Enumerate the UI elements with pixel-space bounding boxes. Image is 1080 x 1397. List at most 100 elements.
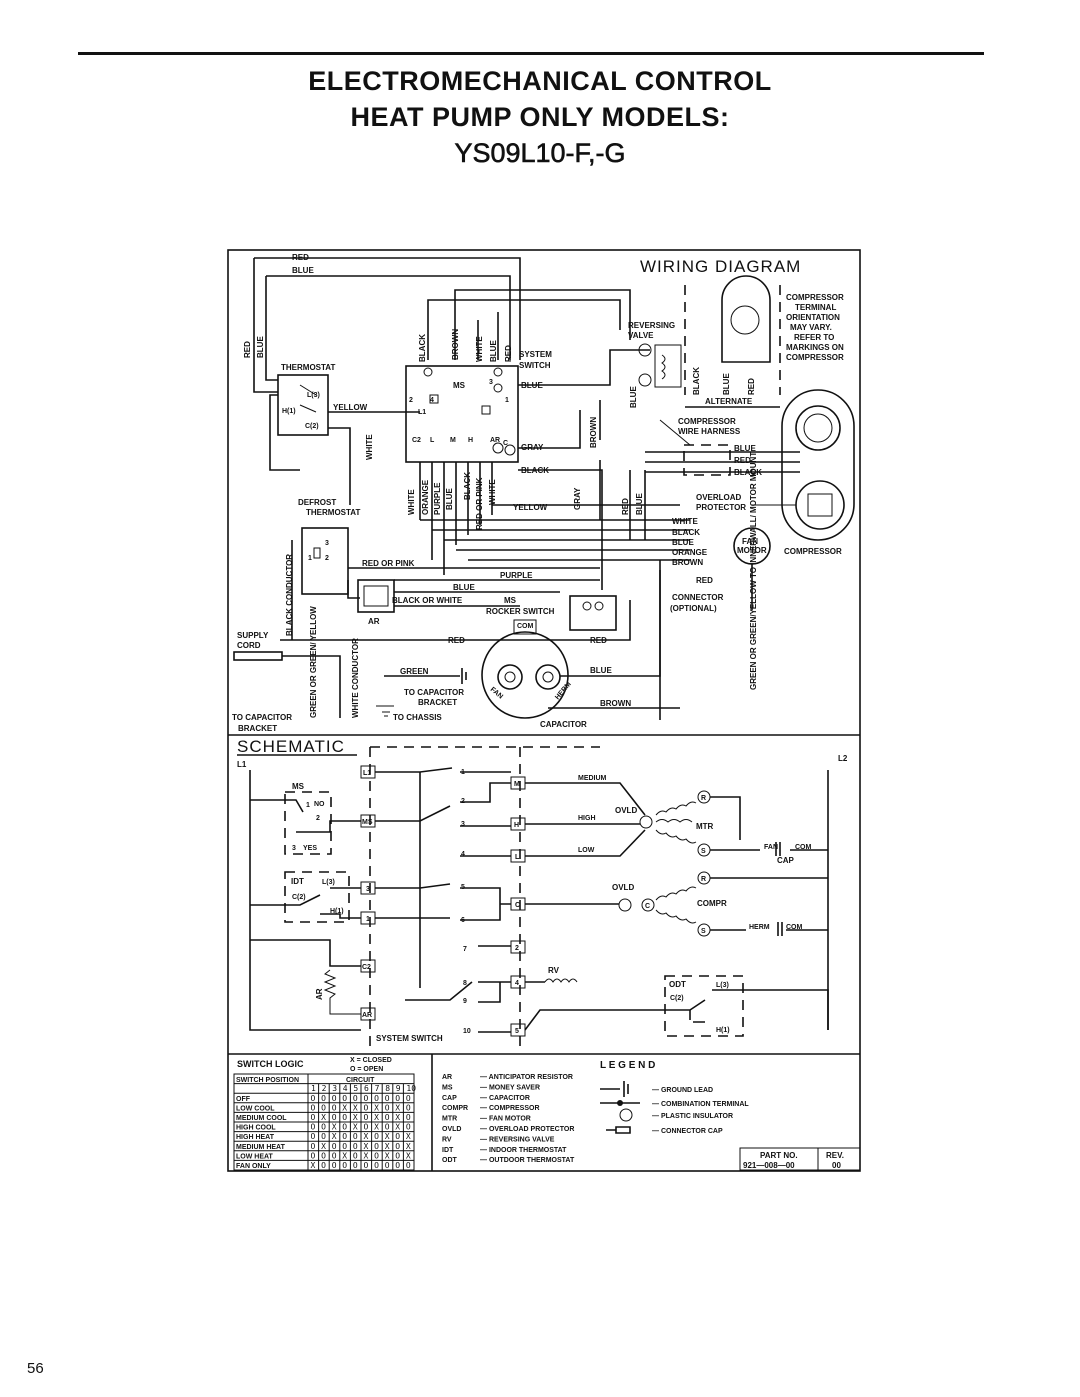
legend-code: CAP	[442, 1095, 457, 1102]
term-3: 3	[366, 886, 370, 893]
part-no-label: PART NO.	[760, 1151, 798, 1160]
term-m: M	[514, 781, 520, 788]
label-odt-c2: C(2)	[670, 995, 684, 1002]
label-gray-2: GRAY	[573, 487, 582, 510]
switch-table-cell: O	[395, 1094, 400, 1103]
switch-table-circuit-number: 8	[385, 1084, 390, 1093]
switch-table-cell: O	[364, 1094, 369, 1103]
compressor-note-line-2: TERMINAL	[795, 303, 836, 312]
term-h: H	[514, 822, 519, 829]
label-idt-c2: C(2)	[292, 894, 306, 901]
switch-table-cell: O	[406, 1113, 411, 1122]
label-herm-com: COM	[786, 924, 803, 931]
legend-meaning: — MONEY SAVER	[480, 1084, 540, 1091]
label-sys-c2: C2	[412, 437, 421, 444]
switch-table-cell: O	[332, 1161, 337, 1170]
term-l1: L1	[363, 770, 371, 777]
ar-connector	[357, 579, 395, 613]
svg-text:9: 9	[463, 998, 467, 1005]
label-compr-r: R	[701, 876, 706, 883]
switch-table-cell: O	[353, 1151, 358, 1160]
compressor-alt-terminal	[730, 305, 760, 335]
alternate-dashed-bracket	[684, 285, 781, 395]
sys-terminal-e	[504, 444, 516, 456]
wire-red-blue-comp	[629, 470, 646, 540]
label-blue-3: BLUE	[521, 381, 543, 390]
label-thermostat-l3: L(3)	[307, 392, 320, 399]
switch-table-cell: O	[374, 1151, 379, 1160]
label-odt-h1: H(1)	[716, 1027, 730, 1034]
wire-black-top	[427, 299, 621, 360]
switch-table-cell: O	[385, 1123, 390, 1132]
switch-table-cell: O	[342, 1123, 347, 1132]
switch-table-cell: O	[311, 1132, 316, 1141]
capacitor-body	[481, 631, 569, 719]
switch-table-cell: X	[385, 1132, 390, 1141]
odt-contact-h	[689, 1010, 705, 1023]
switch-table-cell: O	[332, 1094, 337, 1103]
switch-table-cell: O	[311, 1103, 316, 1112]
label-sys-3: 3	[489, 379, 493, 386]
term-c2: C2	[362, 964, 371, 971]
svg-text:3: 3	[461, 821, 465, 828]
label-to-cap-bracket-b2: BRACKET	[418, 698, 457, 707]
capacitor-herm-terminal-inner	[542, 671, 554, 683]
legend-code: IDT	[442, 1147, 454, 1154]
legend-meaning: — CAPACITOR	[480, 1095, 530, 1102]
switch-table-cell: O	[353, 1161, 358, 1170]
switch-table-cell: X	[395, 1103, 400, 1112]
label-ms-3: 3	[292, 845, 296, 852]
label-sys-ar: AR	[490, 437, 500, 444]
switch-table-position: HIGH HEAT	[236, 1134, 275, 1141]
switch-table-cell: O	[395, 1151, 400, 1160]
label-to-cap-bracket-b1: TO CAPACITOR	[404, 688, 464, 697]
label-red-2: RED	[504, 345, 513, 362]
harness-leader	[659, 419, 691, 446]
label-purple-2: PURPLE	[500, 571, 533, 580]
label-compr-s: S	[701, 928, 706, 935]
combination-terminal-dot	[617, 1100, 623, 1106]
switch-table-position: MEDIUM HEAT	[236, 1144, 286, 1151]
label-blue-rv: BLUE	[629, 386, 638, 408]
wire-supply-cord	[282, 655, 341, 718]
label-thermostat-h1: H(1)	[282, 408, 296, 415]
capacitor-fan-terminal	[497, 664, 523, 690]
switch-table-cell: O	[385, 1113, 390, 1122]
switch-table-cell: X	[332, 1132, 337, 1141]
wire-blue-left	[265, 276, 278, 381]
label-defrost-2n: 2	[325, 555, 329, 562]
compressor-note: COMPRESSOR TERMINAL ORIENTATION MAY VARY…	[786, 293, 844, 362]
compressor-note-line-3: ORIENTATION	[786, 313, 840, 322]
diagram-frame	[227, 249, 861, 1172]
ar-resistor	[323, 969, 361, 1015]
label-black-conductor: BLACK CONDUCTOR	[285, 554, 294, 636]
sys-terminal-f	[429, 394, 439, 404]
label-ms-no: NO	[314, 801, 325, 808]
switch-table-cell: O	[342, 1094, 347, 1103]
switch-table-cell: O	[321, 1094, 326, 1103]
switch-table-cell: O	[332, 1142, 337, 1151]
label-system-switch-1: SYSTEM	[519, 350, 552, 359]
compressor-windings	[655, 886, 697, 924]
label-odt: ODT	[669, 980, 686, 989]
odt-dashed-box	[664, 975, 744, 1037]
switch-table-cell: X	[374, 1103, 379, 1112]
switch-table-cell: X	[406, 1142, 411, 1151]
label-idt: IDT	[291, 877, 304, 886]
label-mtr: MTR	[696, 822, 714, 831]
label-black-2: BLACK	[521, 466, 549, 475]
label-supply-cord-2: CORD	[237, 641, 261, 650]
switch-table-cell: O	[364, 1103, 369, 1112]
switch-table-cell: O	[395, 1142, 400, 1151]
switch-table-cell: X	[311, 1161, 316, 1170]
legend-meaning: — OVERLOAD PROTECTOR	[480, 1126, 574, 1133]
switch-table-position: FAN ONLY	[236, 1163, 271, 1170]
overload-protector	[795, 480, 845, 530]
label-comp-black: BLACK	[734, 468, 762, 477]
switch-table-cell: X	[395, 1123, 400, 1132]
label-thermostat: THERMOSTAT	[281, 363, 335, 372]
label-ovld-1: OVLD	[615, 806, 637, 815]
switch-table-cell: X	[364, 1142, 369, 1151]
label-red-alt: RED	[747, 378, 756, 395]
